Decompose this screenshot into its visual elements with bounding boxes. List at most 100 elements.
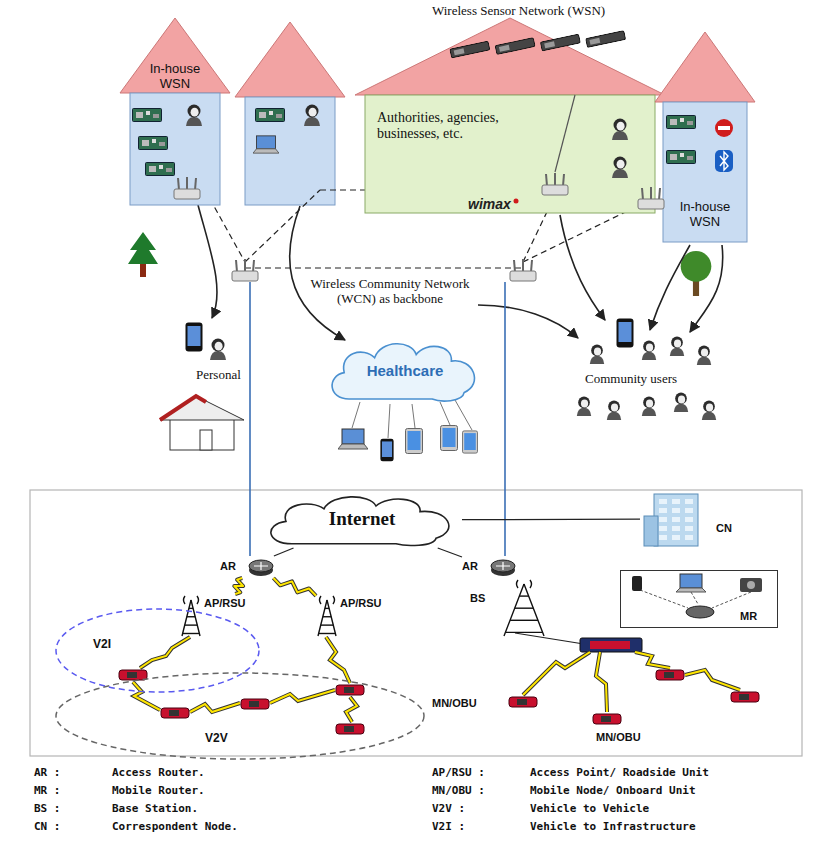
flow-arrow: [650, 245, 690, 330]
healthcare-device: [380, 439, 393, 462]
flow-arrow: [690, 245, 723, 332]
legend-cell: CN :: [34, 821, 61, 834]
node-shape: [640, 488, 750, 550]
healthcare-device: [406, 429, 423, 454]
tower-icon: [321, 624, 334, 625]
node-label: Authorities, agencies, businesses, etc.: [377, 110, 537, 142]
node-label: BS: [470, 592, 485, 605]
device-link: [640, 590, 751, 608]
vehicle: [161, 708, 189, 718]
sensor-node: [256, 109, 285, 122]
signal-icon: [320, 596, 335, 604]
sensor-node: [133, 109, 162, 122]
node-shape: [55, 608, 260, 693]
tower-icon: [318, 596, 336, 636]
window: [685, 499, 693, 504]
window: [672, 508, 680, 513]
wireless-link: [273, 578, 316, 596]
tower-icon: [504, 580, 544, 636]
healthcare-link: [455, 400, 472, 430]
network-link: [274, 548, 294, 556]
tower-icon: [319, 633, 336, 634]
healthcare-device: [338, 429, 368, 449]
home-icon: [160, 396, 244, 420]
roof-sensor: [540, 34, 580, 51]
in-house-wsn: In-house WSN: [120, 18, 230, 205]
healthcare-device: [338, 426, 478, 462]
caption-label: Personal: [196, 367, 241, 382]
tower-icon: [189, 608, 193, 609]
legend-cell: V2I :: [432, 821, 465, 834]
house-body: [130, 93, 220, 205]
node-shape: [55, 672, 425, 760]
healthcare-cloud: Healthcare: [325, 338, 485, 404]
sensor-node: [667, 116, 696, 129]
bluetooth-sign: [715, 150, 733, 172]
wireless-link: [234, 578, 243, 594]
router-icon: [686, 606, 714, 618]
tree: [681, 251, 712, 296]
node-label: AR: [462, 560, 478, 573]
no-entry-sign: [718, 126, 730, 130]
roof-sensor: [450, 13, 626, 76]
router-icon: [249, 560, 273, 572]
vehicle: [593, 714, 621, 724]
connector: [462, 519, 640, 521]
vehicle: [656, 670, 684, 680]
person: [590, 345, 604, 364]
base-station: BS: [468, 578, 552, 636]
node-label: In-house WSN: [140, 62, 210, 92]
access-router: AR: [220, 556, 274, 578]
access-router: AR: [462, 556, 516, 578]
person: [612, 157, 628, 179]
person: [186, 105, 202, 127]
window: [672, 526, 680, 531]
tower-icon: [183, 633, 200, 634]
person: [210, 339, 226, 361]
roadside-unit: AP/RSU: [180, 594, 272, 636]
node-label: AR: [220, 560, 236, 573]
legend-cell: Mobile Node/ Onboard Unit: [530, 785, 696, 798]
building: [654, 494, 698, 546]
sensor-node: [667, 116, 696, 164]
bluetooth-sign: [715, 150, 733, 172]
caption-label: wimax: [468, 196, 511, 213]
tower-icon: [187, 616, 195, 617]
middle-house: [235, 22, 345, 205]
zone-outline: [56, 673, 424, 759]
person: [304, 105, 320, 127]
healthcare-link: [352, 402, 360, 428]
healthcare-link: [440, 402, 450, 425]
sensor-node: [146, 163, 175, 176]
caption-label: Community users: [585, 371, 677, 386]
home-icon: [200, 430, 212, 450]
house-body: [663, 102, 747, 242]
sensor-node: [256, 109, 285, 122]
person: [607, 401, 621, 420]
window: [659, 535, 667, 540]
window: [659, 517, 667, 522]
node-shape: [468, 578, 552, 636]
window: [672, 517, 680, 522]
mr-frame: [621, 571, 778, 628]
roof: [655, 32, 755, 102]
healthcare-device: [441, 426, 458, 451]
legend-cell: Mobile Router.: [112, 785, 205, 798]
roof-sensor: [495, 38, 535, 55]
tower-icon: [504, 584, 544, 636]
flow-arrow: [198, 205, 217, 318]
no-entry-sign: [715, 119, 733, 137]
healthcare-link: [352, 400, 472, 438]
mobile-router: MR: [620, 570, 778, 628]
tower-icon: [505, 632, 542, 633]
wireless-link: [133, 637, 740, 722]
node-shape: [120, 18, 230, 205]
person: [670, 337, 684, 356]
person: [702, 401, 716, 420]
sensor-node: [667, 151, 696, 164]
antenna-wire: [555, 95, 575, 172]
vehicle: [241, 699, 269, 709]
wcn-dashed-link: [245, 190, 320, 262]
person: [697, 346, 711, 365]
logo-dot: [514, 199, 519, 204]
